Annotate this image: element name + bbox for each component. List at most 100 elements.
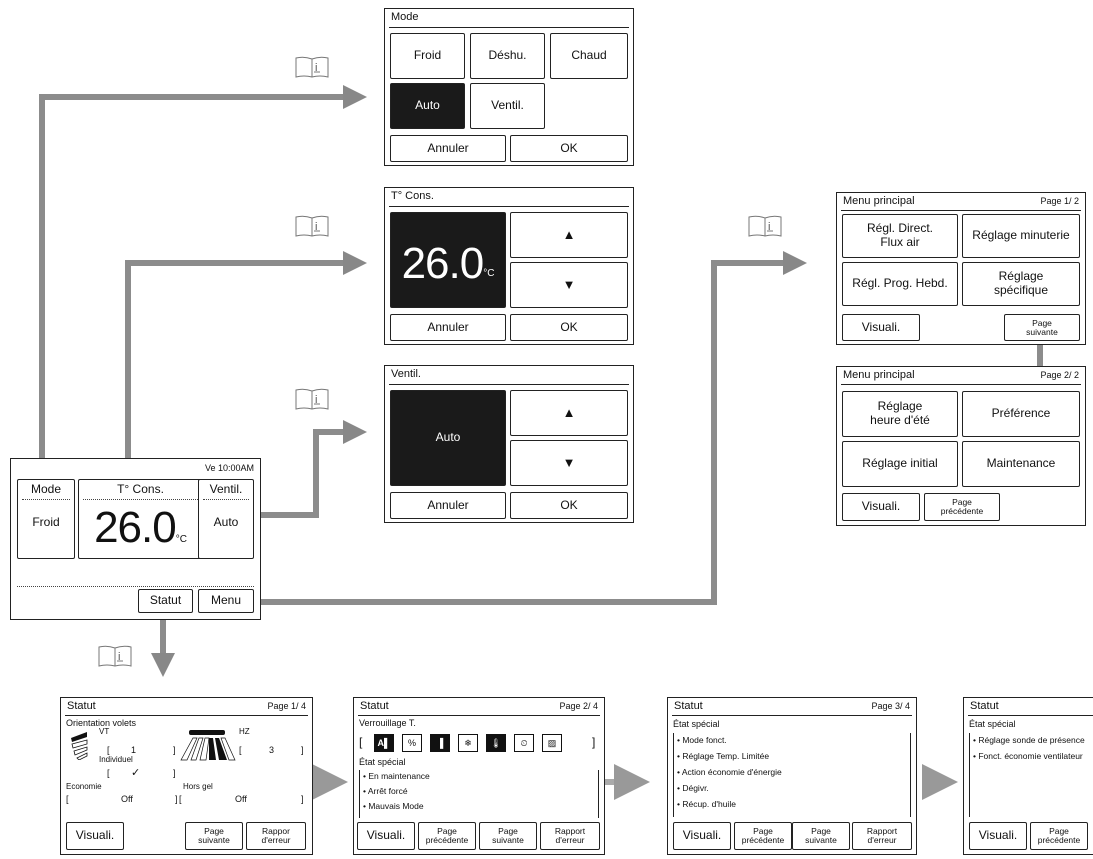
error-report-button[interactable]: Rappor d'erreur — [246, 822, 306, 850]
lock-mode-icon: % — [402, 734, 422, 752]
list-item: • Dégivr. — [677, 783, 709, 793]
cancel-button[interactable]: Annuler — [390, 314, 506, 341]
mode-option-froid[interactable]: Froid — [390, 33, 465, 79]
up-button[interactable]: ▲ — [510, 212, 628, 258]
frost-bracket: ] — [301, 794, 304, 804]
page-number: Page 1/ 4 — [267, 701, 306, 711]
visuali-button[interactable]: Visuali. — [969, 822, 1027, 850]
temp-button[interactable]: T° Cons. 26.0°C — [78, 479, 203, 559]
page-number: Page 2/ 4 — [559, 701, 598, 711]
individual-label: Individuel — [99, 755, 133, 764]
mode-option-deshu[interactable]: Déshu. — [470, 33, 545, 79]
cancel-button[interactable]: Annuler — [390, 135, 506, 162]
menu-item-maintenance[interactable]: Maintenance — [962, 441, 1080, 487]
manual-book-icon: i — [295, 56, 329, 78]
temp-panel: T° Cons. 26.0°C ▲ ▼ Annuler OK — [384, 187, 634, 345]
error-report-button[interactable]: Rapport d'erreur — [540, 822, 600, 850]
visuali-button[interactable]: Visuali. — [842, 314, 920, 341]
page-number: Page 3/ 4 — [871, 701, 910, 711]
up-button[interactable]: ▲ — [510, 390, 628, 436]
next-page-button[interactable]: Page suivante — [792, 822, 850, 850]
cancel-button[interactable]: Annuler — [390, 492, 506, 519]
next-page-button[interactable]: Page suivante — [185, 822, 243, 850]
menu-panel-page1: Menu principal Page 1/ 2 Régl. Direct. F… — [836, 192, 1086, 345]
frost-label: Hors gel — [183, 782, 213, 791]
prev-page-button[interactable]: Page précédente — [734, 822, 792, 850]
hz-bracket: ] — [301, 745, 304, 755]
special-state-list: • Mode fonct. • Réglage Temp. Limitée • … — [677, 732, 782, 812]
next-page-button[interactable]: Page suivante — [1004, 314, 1080, 341]
list-item: • En maintenance — [363, 771, 430, 781]
status-panel-page3: Statut Page 3/ 4 État spécial • Mode fon… — [667, 697, 917, 855]
visuali-button[interactable]: Visuali. — [357, 822, 415, 850]
economy-value: Off — [121, 794, 133, 804]
menu-item-weekly[interactable]: Régl. Prog. Hebd. — [842, 262, 958, 306]
error-report-button[interactable]: Rapport d'erreur — [852, 822, 912, 850]
hz-bracket: [ — [239, 745, 242, 755]
mode-option-auto[interactable]: Auto — [390, 83, 465, 129]
mode-option-ventil[interactable]: Ventil. — [470, 83, 545, 129]
ok-button[interactable]: OK — [510, 492, 628, 519]
list-item: • Réglage Temp. Limitée — [677, 751, 770, 761]
divider — [17, 586, 254, 587]
lock-onoff-icon: ▐ — [430, 734, 450, 752]
menu-item-airflow[interactable]: Régl. Direct. Flux air — [842, 214, 958, 258]
menu-item-preference[interactable]: Préférence — [962, 391, 1080, 437]
temp-label: T° Cons. — [83, 482, 198, 500]
mode-value: Froid — [32, 514, 60, 529]
menu-item-timer[interactable]: Réglage minuterie — [962, 214, 1080, 258]
lock-icon-row: A▌ % ▐ ❄ 🌡 ⏲ ▨ — [374, 734, 594, 754]
frost-value: Off — [235, 794, 247, 804]
special-state-label: État spécial — [969, 719, 1016, 729]
visuali-button[interactable]: Visuali. — [66, 822, 124, 850]
temp-unit: °C — [175, 533, 187, 545]
menu-item-daylight[interactable]: Réglage heure d'été — [842, 391, 958, 437]
lock-bracket: ] — [592, 735, 596, 749]
status-panel-page1: Statut Page 1/ 4 Orientation volets VT [… — [60, 697, 313, 855]
status-panel-page4-clip: Statut État spécial • Réglage sonde de p… — [963, 697, 1093, 857]
prev-page-button[interactable]: Page précédente — [1030, 822, 1088, 850]
fan-panel: Ventil. Auto ▲ ▼ Annuler OK — [384, 365, 634, 523]
prev-page-button[interactable]: Page précédente — [418, 822, 476, 850]
economy-bracket: ] — [175, 794, 178, 804]
manual-book-icon: i — [98, 645, 132, 667]
special-state-list: • En maintenance • Arrêt forcé • Mauvais… — [363, 769, 430, 814]
panel-title: Statut — [674, 700, 703, 712]
fan-button[interactable]: Ventil. Auto — [198, 479, 254, 559]
mode-option-chaud[interactable]: Chaud — [550, 33, 628, 79]
visuali-button[interactable]: Visuali. — [673, 822, 731, 850]
down-button[interactable]: ▼ — [510, 262, 628, 308]
mode-label: Mode — [22, 482, 70, 500]
menu-button[interactable]: Menu — [198, 589, 254, 613]
special-state-list: • Réglage sonde de présence • Fonct. éco… — [973, 732, 1085, 764]
individual-bracket: ] — [173, 768, 176, 778]
main-screen: Ve 10:00AM Mode Froid T° Cons. 26.0°C Ve… — [10, 458, 261, 620]
list-item: • Mode fonct. — [677, 735, 727, 745]
down-button[interactable]: ▼ — [510, 440, 628, 486]
ok-button[interactable]: OK — [510, 135, 628, 162]
status-button[interactable]: Statut — [138, 589, 193, 613]
ok-button[interactable]: OK — [510, 314, 628, 341]
list-item: • Arrêt forcé — [363, 786, 408, 796]
visuali-button[interactable]: Visuali. — [842, 493, 920, 521]
list-item: • Fonct. économie ventilateur — [973, 751, 1083, 761]
mode-button[interactable]: Mode Froid — [17, 479, 75, 559]
economy-bracket: [ — [66, 794, 69, 804]
lock-louver-icon: ▨ — [542, 734, 562, 752]
menu-item-specific[interactable]: Réglage spécifique — [962, 262, 1080, 306]
datetime: Ve 10:00AM — [204, 463, 254, 473]
louver-label: Orientation volets — [66, 718, 137, 728]
menu-item-initial[interactable]: Réglage initial — [842, 441, 958, 487]
temp-value: 26.0 — [401, 238, 485, 288]
lock-fan-icon: ❄ — [458, 734, 478, 752]
temp-unit: °C — [483, 268, 495, 280]
lock-all-icon: A▌ — [374, 734, 394, 752]
vt-value: 1 — [131, 745, 137, 755]
page-number: Page 2/ 2 — [1040, 370, 1079, 380]
page-number: Page 1/ 2 — [1040, 196, 1079, 206]
next-page-button[interactable]: Page suivante — [479, 822, 537, 850]
list-item: • Réglage sonde de présence — [973, 735, 1085, 745]
prev-page-button[interactable]: Page précédente — [924, 493, 1000, 521]
svg-text:i: i — [315, 62, 317, 74]
